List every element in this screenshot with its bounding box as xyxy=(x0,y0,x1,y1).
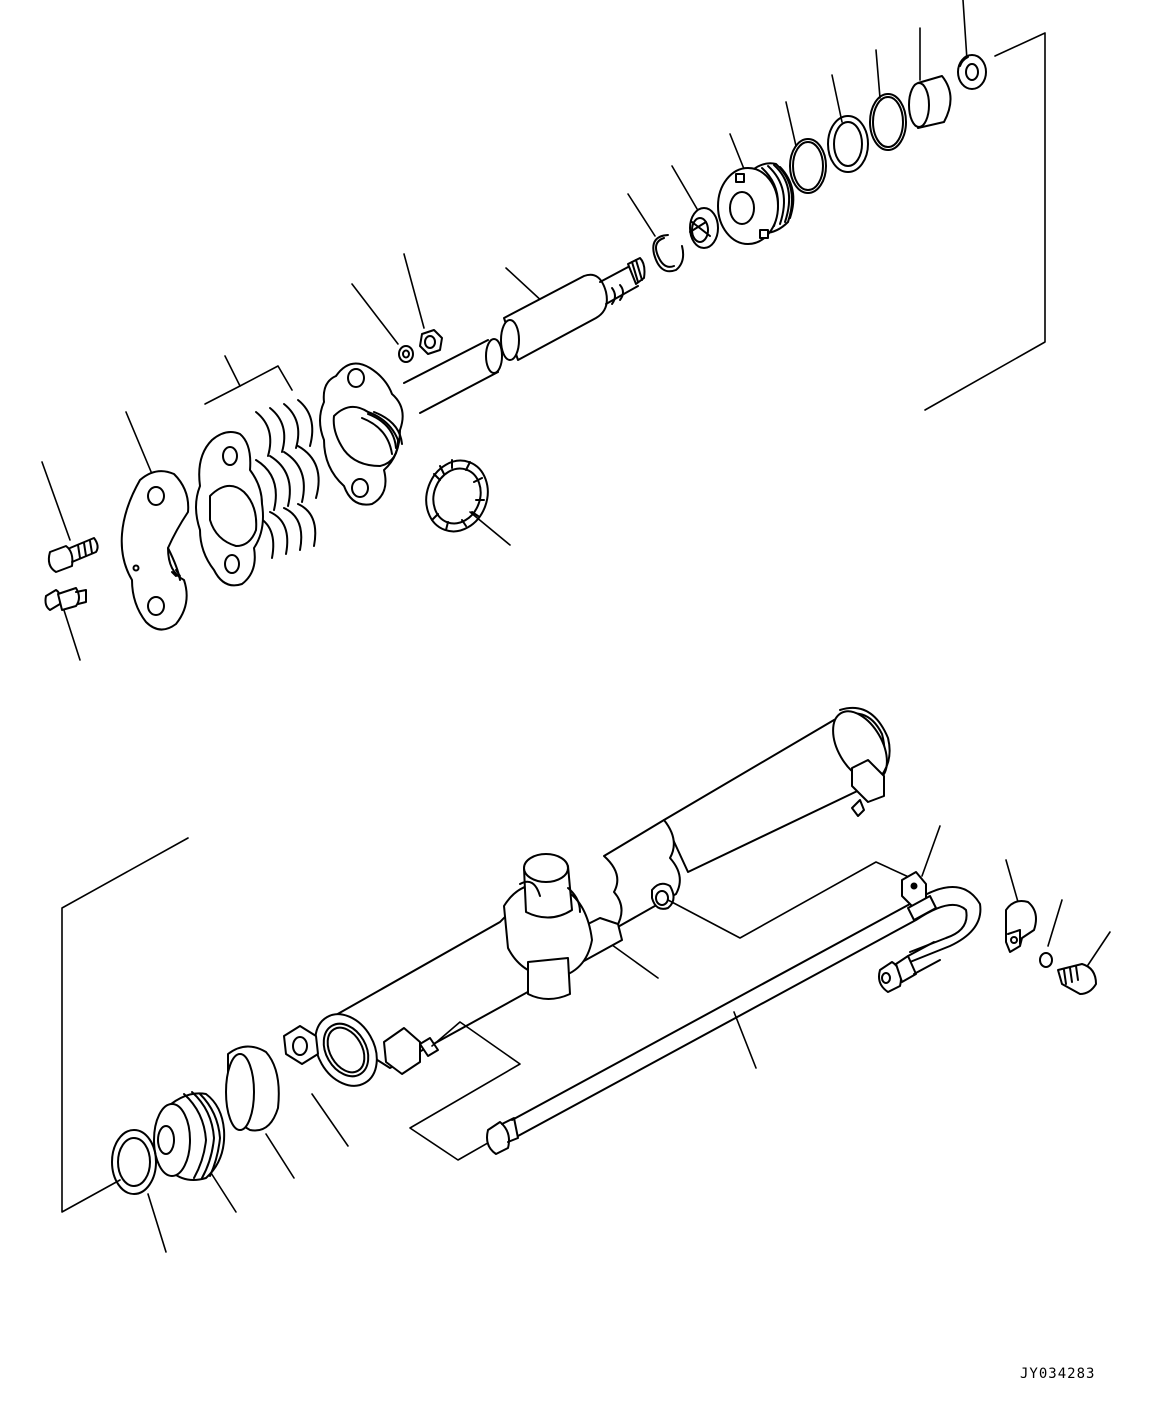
rod-end xyxy=(320,364,403,505)
trunnion xyxy=(504,854,592,999)
upper-assembly-outline xyxy=(925,33,1045,410)
bolt-upper xyxy=(49,538,98,572)
backup-ring xyxy=(828,116,868,172)
washer-lower xyxy=(1040,953,1052,967)
leader-lines-upper xyxy=(42,0,967,660)
piston-seal xyxy=(690,208,718,248)
washer-top xyxy=(958,55,986,89)
lower-assembly-outline xyxy=(62,838,188,1212)
pipe-assembly xyxy=(410,862,980,1160)
piston xyxy=(154,1092,224,1180)
grease-fitting xyxy=(46,588,87,610)
clamp-lower xyxy=(1006,901,1036,952)
piston-ring xyxy=(226,1046,279,1130)
end-cap xyxy=(122,471,189,629)
shim-stack xyxy=(196,400,319,585)
bolt-lower xyxy=(1058,964,1096,994)
gland-ring xyxy=(112,1130,156,1194)
hex-nut xyxy=(420,330,442,354)
threaded-gland xyxy=(718,163,793,244)
bushing xyxy=(909,76,951,128)
o-ring xyxy=(870,94,906,150)
piston-nut xyxy=(284,1026,318,1064)
snap-ring-large xyxy=(790,139,826,193)
snap-ring-small xyxy=(653,235,683,271)
wear-ring xyxy=(416,452,497,540)
drawing-code: JY034283 xyxy=(1020,1366,1095,1382)
tube-port-block xyxy=(384,1028,438,1074)
washer-small xyxy=(399,346,413,362)
piston-rod xyxy=(404,258,645,413)
